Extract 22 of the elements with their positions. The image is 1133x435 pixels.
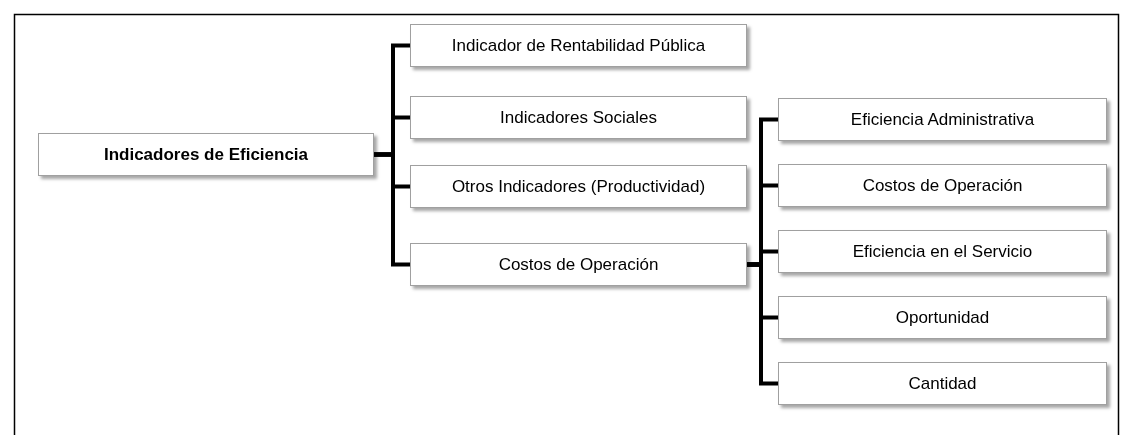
- text-box: [778, 230, 1107, 273]
- box-label: Indicadores Sociales: [500, 107, 657, 128]
- box-label: Cantidad: [908, 373, 977, 394]
- text-box: [778, 98, 1107, 141]
- text-box: [778, 362, 1107, 405]
- box-label: Oportunidad: [895, 307, 990, 328]
- box-label: Costos de Operación: [862, 175, 1023, 196]
- connector-line: [374, 152, 410, 267]
- text-box: [38, 133, 374, 176]
- box-label: Costos de Operación: [498, 254, 659, 275]
- root-label: Indicadores de Eficiencia: [103, 144, 309, 165]
- text-box: [410, 24, 747, 67]
- box-label: Otros Indicadores (Productividad): [451, 176, 706, 197]
- box-label: Eficiencia Administrativa: [850, 109, 1035, 130]
- text-box: [410, 243, 747, 286]
- connector-line: [747, 262, 778, 386]
- text-box: [410, 165, 747, 208]
- text-box: [410, 96, 747, 139]
- box-label: Indicador de Rentabilidad Pública: [451, 35, 706, 56]
- text-box: [778, 164, 1107, 207]
- box-label: Eficiencia en el Servicio: [852, 241, 1033, 262]
- text-box: [778, 296, 1107, 339]
